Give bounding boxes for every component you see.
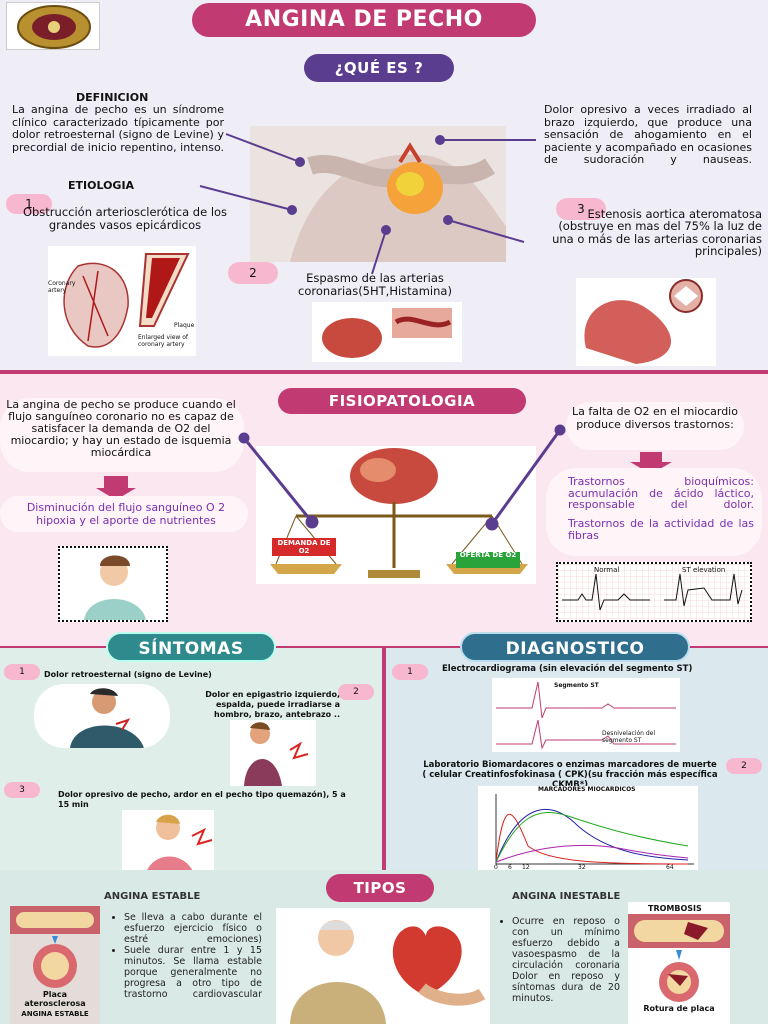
symptom-badge-3: 3 bbox=[4, 782, 40, 798]
balance-scale-image: DEMANDA DE O2 OFERTA DE O2 bbox=[256, 446, 536, 584]
diag-2-text: Laboratorio Biomardacores o enzimas marc… bbox=[422, 760, 718, 790]
diag-badge-1: 1 bbox=[392, 664, 428, 680]
cause-3-text: Estenosis aortica ateromatosa (obstruye … bbox=[552, 207, 762, 258]
angina-estable-list: Se lleva a cabo durante el esfuerzo ejer… bbox=[112, 912, 262, 1000]
divider bbox=[0, 370, 768, 374]
symptom-3-text: Dolor opresivo de pecho, ardor en el pec… bbox=[58, 790, 346, 809]
cause-badge-2: 2 bbox=[228, 262, 278, 284]
cause-badge-1: 1 bbox=[6, 194, 52, 214]
symptom-badge-1: 1 bbox=[4, 664, 40, 680]
tick-32: 32 bbox=[578, 864, 586, 871]
coronary-label: Coronary artery bbox=[48, 280, 76, 294]
enlarged-label: Enlarged view of coronary artery bbox=[138, 334, 189, 348]
cause-2-text: Espasmo de las arterias coronarias(5HT,H… bbox=[298, 271, 452, 298]
sintomas-title: SÍNTOMAS bbox=[106, 632, 276, 662]
symptom-badge-2: 2 bbox=[338, 684, 374, 700]
marcadores-title: MARCADORES MIOCÁRDICOS bbox=[538, 786, 636, 793]
diagnostico-title: DIAGNOSTICO bbox=[460, 632, 690, 662]
fisio-left-text: La angina de pecho se produce cuando el … bbox=[6, 398, 236, 459]
heart-attack-man-image bbox=[276, 908, 490, 1024]
fisio-left-bubble bbox=[0, 398, 244, 472]
tick-64: 64 bbox=[666, 864, 674, 871]
etiologia-heading: ETIOLOGIA bbox=[68, 179, 135, 192]
angina-estable-heading: ANGINA ESTABLE bbox=[104, 891, 201, 902]
patient-chest-pain-image bbox=[58, 546, 168, 622]
demanda-label: DEMANDA DE O2 bbox=[277, 539, 331, 555]
divider bbox=[382, 648, 386, 870]
fisio-right-text: La falta de O2 en el miocardio produce d… bbox=[572, 405, 738, 431]
angina-estable-caption: ANGINA ESTABLE bbox=[21, 1010, 89, 1018]
placa-label: Placa aterosclerosa bbox=[24, 990, 86, 1008]
tick-6: 6 bbox=[508, 864, 512, 871]
que-es-heading: ¿QUÉ ES ? bbox=[304, 54, 454, 82]
fisio-connectors bbox=[238, 424, 566, 531]
arrow-down-icon bbox=[104, 476, 128, 490]
plaque-label: Plaque bbox=[174, 322, 195, 329]
tipos-title: TIPOS bbox=[326, 874, 434, 902]
placa-image: Placa aterosclerosa ANGINA ESTABLE bbox=[10, 906, 100, 1024]
list-item: Suele durar entre 1 y 15 minutos. Se lla… bbox=[124, 945, 262, 1000]
tick-12: 12 bbox=[522, 864, 530, 871]
ecg-st-elevation-image: Normal ST elevation bbox=[556, 562, 752, 622]
list-item: Se lleva a cabo durante el esfuerzo ejer… bbox=[124, 912, 262, 945]
fisio-left2-bubble bbox=[0, 496, 248, 532]
fisio-right-bubble bbox=[566, 402, 744, 450]
university-seal-logo bbox=[6, 2, 100, 50]
symptom-2-image bbox=[230, 720, 316, 786]
cause-badge-3: 3 bbox=[556, 198, 606, 220]
symptom-2-text: Dolor en epigastrio izquierdo, espalda, … bbox=[205, 690, 340, 719]
list-item: Ocurre en reposo o con un mínimo esfuerz… bbox=[512, 916, 620, 1004]
coronary-artery-image: Coronary artery Plaque Enlarged view of … bbox=[48, 246, 196, 356]
aortic-stenosis-image bbox=[576, 278, 716, 366]
fisio-trastornos-fibras: Trastornos de la actividad de las fibras bbox=[568, 517, 754, 542]
oferta-label: OFERTA DE O2 bbox=[459, 551, 517, 559]
definicion-text: La angina de pecho es un síndrome clínic… bbox=[12, 103, 224, 154]
fisio-left2-text: Disminución del flujo sanguíneo O 2 hipo… bbox=[26, 501, 226, 527]
divider bbox=[0, 646, 768, 649]
fisiopatologia-title: FISIOPATOLOGIA bbox=[278, 388, 526, 414]
rotura-label: Rotura de placa bbox=[643, 1004, 715, 1013]
arrow-down-icon bbox=[640, 452, 662, 464]
fisio-right2-bubble bbox=[546, 468, 762, 556]
angina-inestable-list: Ocurre en reposo o con un mínimo esfuerz… bbox=[500, 916, 620, 1004]
dolor-text: Dolor opresivo a veces irradiado al braz… bbox=[544, 103, 752, 166]
fisio-trastornos-bioquimicos: Trastornos bioquímicos: acumulación de á… bbox=[568, 475, 754, 511]
marcadores-chart-image: MARCADORES MIOCÁRDICOS 0 6 12 32 64 bbox=[478, 786, 698, 872]
connector-lines bbox=[199, 133, 536, 275]
page-title: ANGINA DE PECHO bbox=[192, 3, 536, 37]
ecg-diagnostic-image: Segmento ST Desnivelación del segmento S… bbox=[492, 678, 680, 752]
ecg-desnivel-label: Desnivelación del segmento ST bbox=[602, 730, 656, 744]
ecg-normal-label: Normal bbox=[594, 566, 620, 574]
ecg-st-label: ST elevation bbox=[682, 566, 726, 574]
cause-1-text: Obstrucción arteriosclerótica de los gra… bbox=[22, 205, 228, 232]
diag-badge-2: 2 bbox=[726, 758, 762, 774]
definicion-heading: DEFINICION bbox=[76, 91, 149, 104]
symptom-1-text: Dolor retroesternal (signo de Levine) bbox=[44, 670, 212, 679]
diag-1-text: Electrocardiograma (sin elevación del se… bbox=[442, 664, 693, 674]
chest-pain-image bbox=[250, 126, 506, 262]
spasm-heart-image bbox=[312, 302, 462, 362]
trombosis-label: TROMBOSIS bbox=[648, 904, 702, 913]
symptom-1-image bbox=[34, 684, 170, 748]
angina-inestable-heading: ANGINA INESTABLE bbox=[512, 891, 621, 902]
ecg-segment-label: Segmento ST bbox=[554, 682, 599, 689]
tick-0: 0 bbox=[494, 864, 498, 871]
trombosis-image: TROMBOSIS Rotura de placa bbox=[628, 902, 730, 1024]
